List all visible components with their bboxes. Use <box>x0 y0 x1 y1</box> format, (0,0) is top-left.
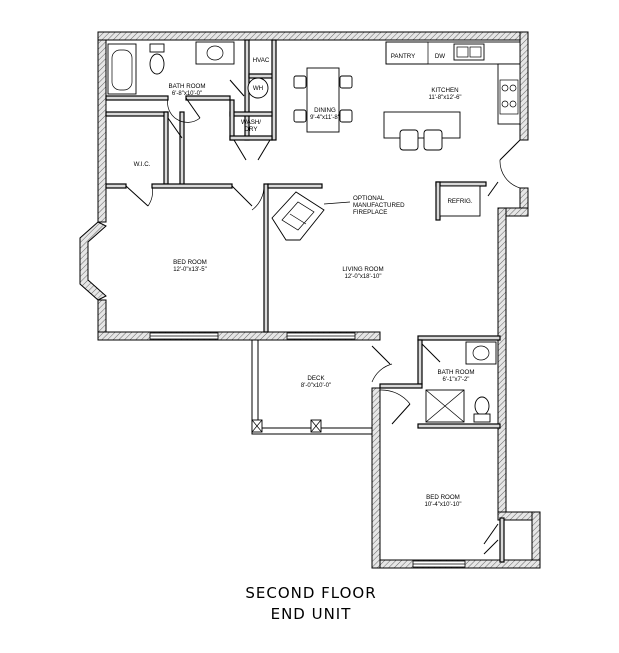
fireplace-label-2: MANUFACTURED <box>353 202 405 209</box>
dining-dim: 9'-4"x11'-8" <box>310 115 340 121</box>
water-heater-icon <box>247 77 269 99</box>
bed2-name: BED ROOM <box>426 494 460 501</box>
caption-line-1: SECOND FLOOR <box>245 584 376 602</box>
bath2-dim: 6'-1"x7'-2" <box>443 377 470 383</box>
dining-table-icon <box>306 67 340 133</box>
toilet-icon <box>149 43 165 53</box>
living-dim: 12'-0"x18'-10" <box>345 274 382 280</box>
deck-name: DECK <box>307 375 325 382</box>
wash-label-1: WASH/ <box>241 119 261 126</box>
wash-label-2: DRY <box>245 126 258 133</box>
bed1-name: BED ROOM <box>173 259 207 266</box>
dining-name: DINING <box>314 107 336 114</box>
fireplace-icon <box>271 191 325 241</box>
living-name: LIVING ROOM <box>342 266 383 273</box>
dw-label: DW <box>435 53 445 60</box>
refrigerator-icon <box>439 185 481 217</box>
fireplace-label-1: OPTIONAL <box>353 195 385 202</box>
vanity-icon <box>195 41 235 65</box>
hvac-label: HVAC <box>253 57 270 64</box>
kitchen-name: KITCHEN <box>431 87 458 94</box>
refrig-label: REFRIG. <box>447 198 472 205</box>
range-icon <box>499 79 519 115</box>
plan-caption: SECOND FLOOR END UNIT <box>245 584 376 623</box>
fireplace-label-3: FIREPLACE <box>353 209 387 216</box>
wh-label: WH <box>253 85 263 92</box>
toilet-icon <box>474 396 490 416</box>
bath2-name: BATH ROOM <box>437 369 474 376</box>
bed2-dim: 10'-4"x10'-10" <box>425 502 462 508</box>
bath1-name: BATH ROOM <box>168 83 205 90</box>
caption-line-2: END UNIT <box>271 605 352 623</box>
bed1-dim: 12'-0"x13'-5" <box>173 267 207 273</box>
doors <box>125 79 521 555</box>
exterior-walls <box>79 31 541 569</box>
fixtures <box>107 41 521 423</box>
pantry-label: PANTRY <box>391 53 416 60</box>
bath1-dim: 6'-8"x10'-0" <box>172 91 202 97</box>
sink-icon <box>453 43 485 61</box>
deck-dim: 8'-0"x10'-0" <box>301 383 331 389</box>
kitchen-island-icon <box>383 111 461 139</box>
kitchen-dim: 11'-8"x12'-6" <box>428 95 461 101</box>
room-labels: BATH ROOM 6'-8"x10'-0" HVAC WH WASH/ DRY… <box>134 53 475 508</box>
wic-label: W.I.C. <box>134 161 151 168</box>
vanity-icon <box>465 341 497 365</box>
